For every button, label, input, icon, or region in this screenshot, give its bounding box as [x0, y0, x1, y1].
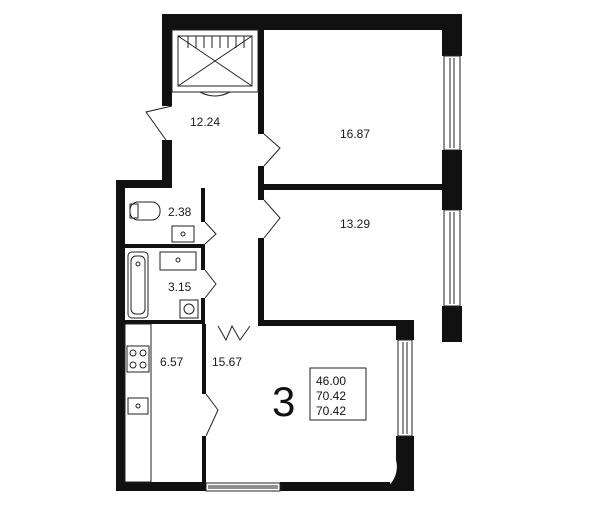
wall-kitchen-right-1 — [202, 324, 206, 394]
bath-sink-icon — [159, 251, 197, 271]
wall-bedrooms-left-1 — [258, 166, 264, 200]
door-bedroom-middle — [263, 199, 281, 239]
window-living — [397, 339, 413, 437]
wall-toilet-right — [201, 188, 205, 222]
door-bedroom-top — [263, 133, 281, 167]
wall-right-1 — [442, 14, 462, 56]
wall-bath-bottom — [125, 320, 205, 324]
total-area-coef-value: 70.42 — [316, 404, 346, 418]
room-count: 3 — [272, 378, 295, 425]
wall-living-right-2 — [396, 436, 414, 460]
wall-bedrooms-left-2 — [258, 238, 264, 326]
door-living — [217, 324, 251, 342]
kitchen-sink-icon — [127, 397, 149, 415]
room-area-living: 15.67 — [212, 355, 242, 369]
toilet-sink-icon — [171, 225, 195, 243]
wall-left-middle — [162, 140, 172, 183]
room-area-bathroom: 3.15 — [168, 280, 192, 294]
wardrobe-fixture — [171, 29, 259, 97]
doors — [145, 105, 281, 437]
door-kitchen — [205, 393, 219, 437]
wall-bedrooms-divider — [264, 184, 442, 190]
wall-living-top — [262, 320, 414, 326]
stove-icon — [126, 345, 150, 373]
wall-bath-right-2 — [201, 298, 205, 322]
windows — [205, 55, 461, 492]
toilet-bowl-icon — [129, 201, 161, 221]
total-area-value: 70.42 — [316, 389, 346, 403]
living-area-value: 46.00 — [316, 374, 346, 388]
toilet-fixtures — [129, 201, 195, 243]
wall-wardrobe-right — [258, 30, 264, 134]
kitchen-fixtures — [124, 323, 152, 483]
door-bathroom — [204, 269, 217, 299]
wall-top — [162, 14, 462, 30]
wall-living-right-1 — [396, 326, 414, 340]
room-labels: 12.24 16.87 13.29 2.38 3.15 6.57 15.67 — [160, 115, 370, 369]
door-toilet — [204, 221, 217, 245]
bathtub-icon — [127, 251, 149, 319]
window-bedroom-top — [443, 55, 461, 151]
interior-walls — [125, 30, 442, 482]
wall-kitchen-right-2 — [202, 436, 206, 482]
room-area-toilet: 2.38 — [168, 205, 192, 219]
wall-step — [116, 180, 172, 188]
room-area-wardrobe-hall: 12.24 — [190, 115, 220, 129]
outer-walls — [116, 14, 462, 491]
wall-bottom-right — [280, 482, 390, 491]
wall-bottom-left — [116, 482, 206, 491]
wall-corner-curve — [380, 460, 414, 491]
summary-box — [309, 367, 367, 421]
room-area-bedroom-top: 16.87 — [340, 127, 370, 141]
wall-toilet-bottom — [125, 244, 205, 248]
door-entrance — [145, 105, 173, 141]
wall-right-2 — [442, 150, 462, 210]
bathroom-fixtures — [127, 251, 199, 319]
room-area-kitchen: 6.57 — [160, 355, 184, 369]
kitchen-counter — [124, 323, 152, 483]
room-area-bedroom-middle: 13.29 — [340, 217, 370, 231]
summary-block: 3 46.00 70.42 70.42 — [272, 367, 367, 425]
wall-bath-right — [201, 248, 205, 270]
window-bedroom-middle — [443, 209, 461, 307]
wall-left-upper — [162, 14, 172, 106]
wall-left-lower — [116, 180, 125, 491]
wall-right-3 — [442, 306, 462, 342]
washer-icon — [179, 299, 199, 319]
window-bottom — [205, 482, 281, 492]
